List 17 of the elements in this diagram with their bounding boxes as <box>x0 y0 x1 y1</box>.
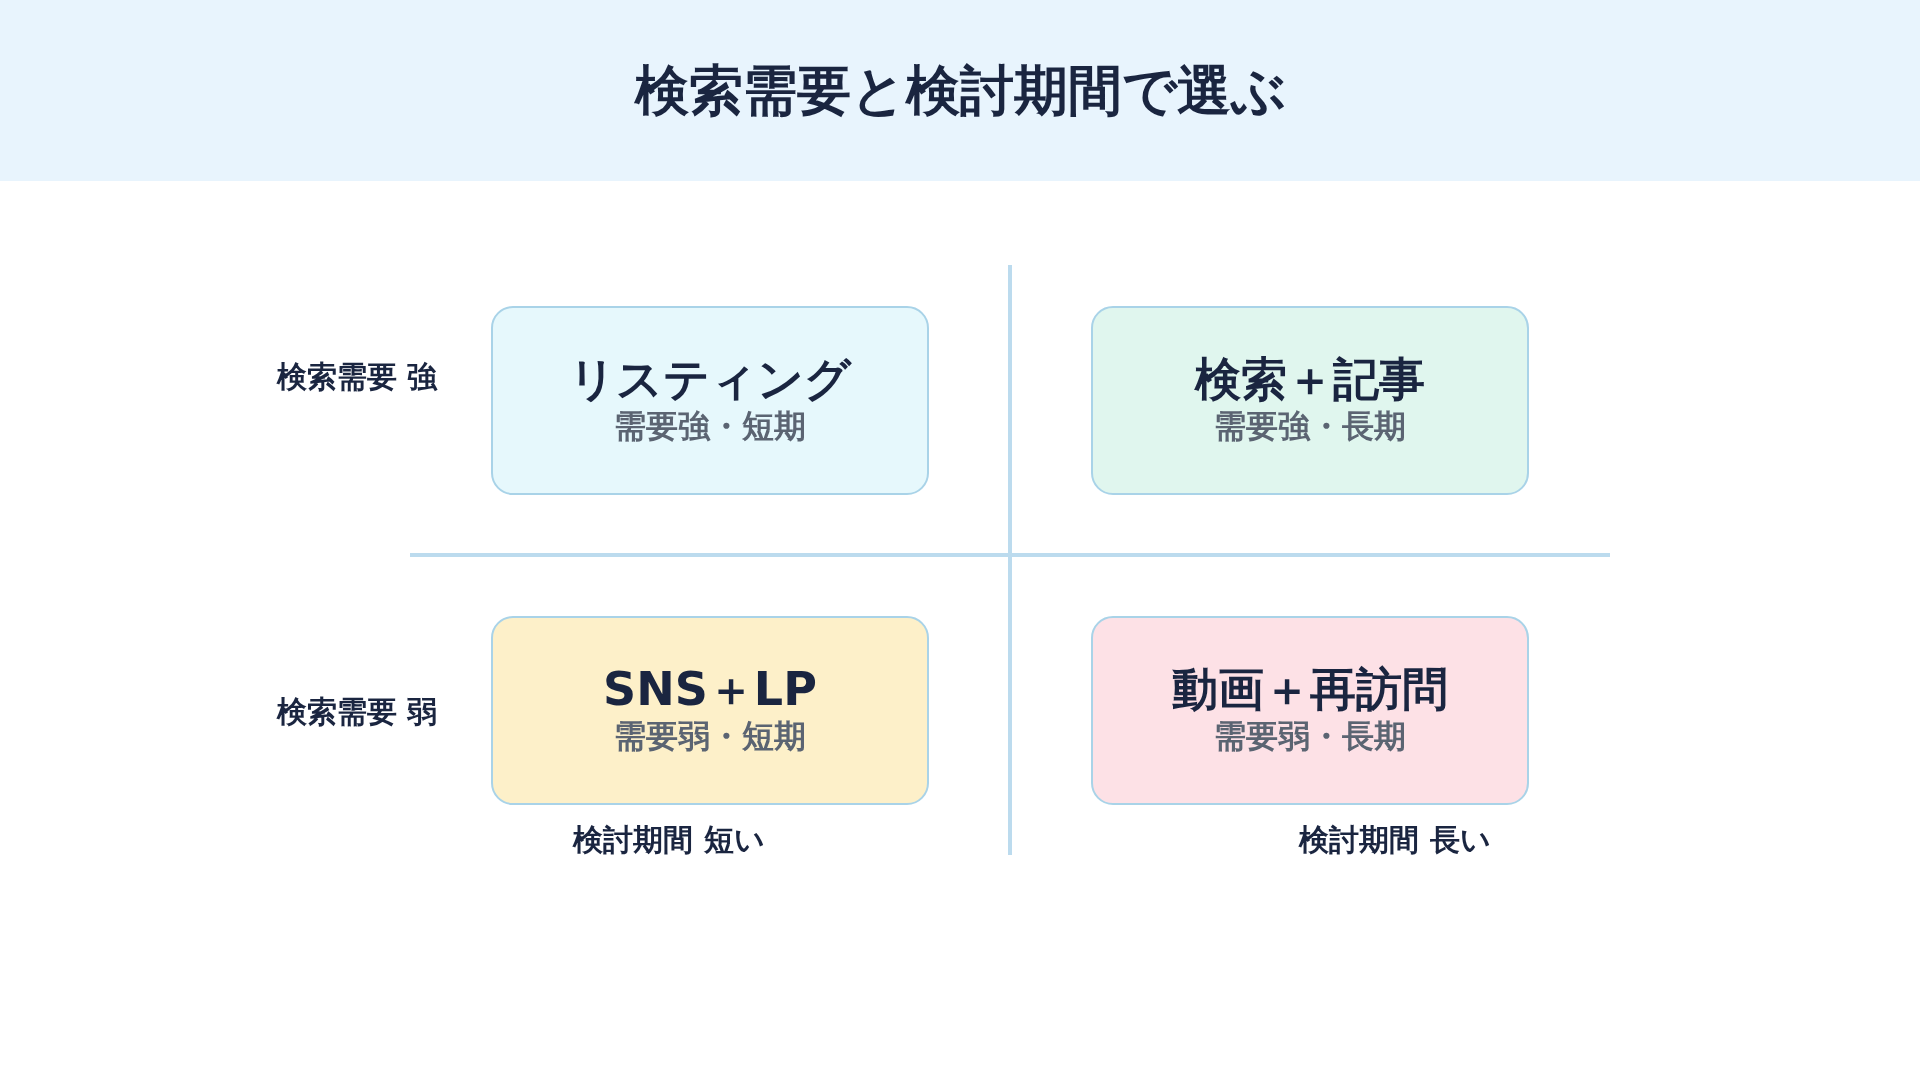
axis-label: 検討期間 短い <box>573 821 765 859</box>
card-subtitle: 需要弱・長期 <box>1214 716 1406 758</box>
card-title: リスティング <box>569 353 851 407</box>
card-subtitle: 需要弱・短期 <box>614 716 806 758</box>
card-title: 動画＋再訪問 <box>1172 663 1448 717</box>
quadrant-card <box>491 306 929 495</box>
card-title: SNS＋LP <box>603 663 817 717</box>
axis-label: 検索需要 弱 <box>276 693 437 731</box>
axis-label: 検索需要 強 <box>276 358 437 396</box>
quadrant-card <box>1091 306 1529 495</box>
card-subtitle: 需要強・短期 <box>614 406 806 448</box>
quadrant-card <box>1091 616 1529 805</box>
quadrant-card <box>491 616 929 805</box>
card-subtitle: 需要強・長期 <box>1214 406 1406 448</box>
card-title: 検索＋記事 <box>1195 353 1425 407</box>
title: 検索需要と検討期間で選ぶ <box>633 58 1287 124</box>
axis-label: 検討期間 長い <box>1299 821 1491 859</box>
